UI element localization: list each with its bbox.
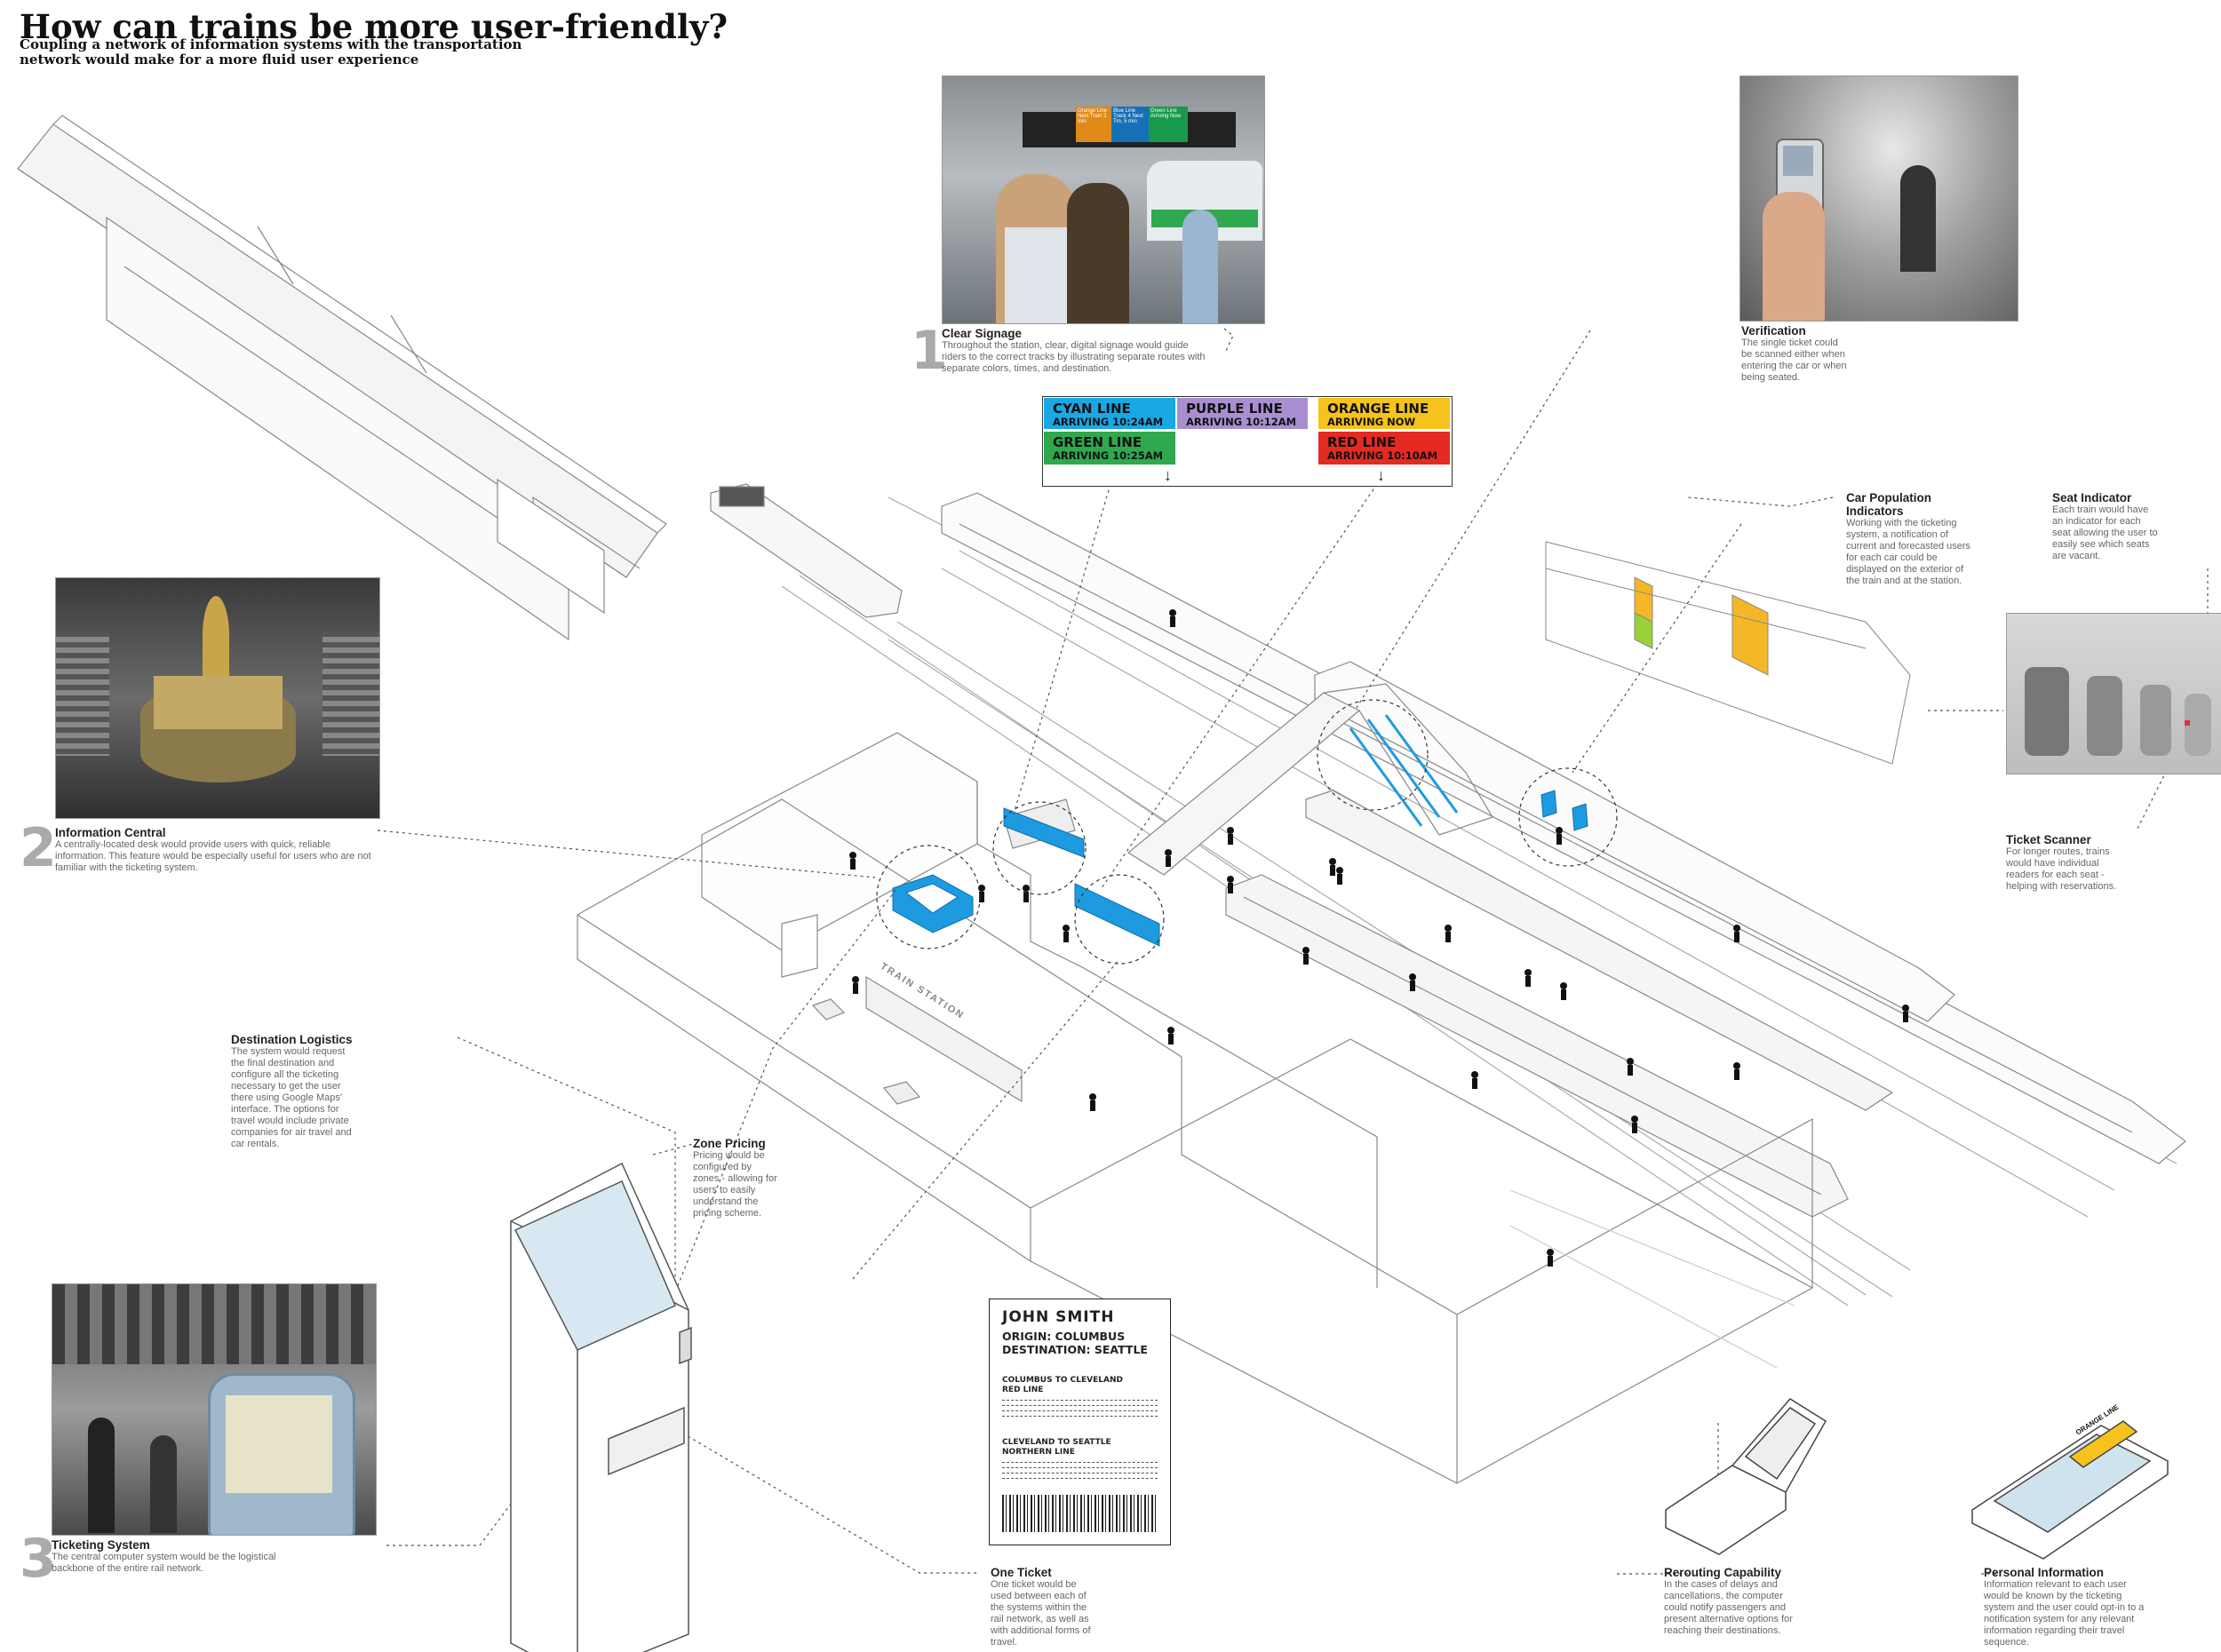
pedestrian-overpass bbox=[1126, 683, 1493, 876]
step-number-2: 2 bbox=[20, 817, 57, 879]
annotation-title: Ticket Scanner bbox=[2006, 833, 2091, 846]
annotation-body: Throughout the station, clear, digital s… bbox=[942, 340, 1206, 374]
ticket-leg2-line: NORTHERN LINE bbox=[1002, 1448, 1075, 1457]
ticket-passenger-name: JOHN SMITH bbox=[1002, 1308, 1115, 1326]
sign-line-status: ARRIVING 10:12AM bbox=[1186, 416, 1297, 428]
annotation-body: In the cases of delays and cancellations… bbox=[1664, 1579, 1793, 1636]
sign-red-line: RED LINE ARRIVING 10:10AM bbox=[1318, 432, 1450, 465]
annotation-body: Pricing would be configured by zones - a… bbox=[693, 1150, 777, 1219]
annotation-body: The single ticket could be scanned eithe… bbox=[1741, 338, 1847, 383]
annotation-clear-signage: Clear Signage Throughout the station, cl… bbox=[942, 327, 1213, 375]
sign-line-status: ARRIVING 10:25AM bbox=[1053, 449, 1164, 462]
station-digital-sign bbox=[1003, 807, 1085, 858]
cars bbox=[811, 998, 921, 1105]
sign-line-name: RED LINE bbox=[1327, 434, 1397, 450]
photo-sign-green: Green Line Arriving Now bbox=[1149, 107, 1188, 142]
annotation-title: Seat Indicator bbox=[2052, 491, 2132, 504]
information-central-photo bbox=[55, 577, 380, 819]
annotation-verification: Verification The single ticket could be … bbox=[1741, 324, 1848, 384]
annotation-destination-logistics: Destination Logistics The system would r… bbox=[231, 1033, 360, 1150]
annotation-title: Personal Information bbox=[1984, 1566, 2105, 1579]
annotation-body: The central computer system would be the… bbox=[52, 1552, 276, 1574]
seat-indicator-photo bbox=[2006, 613, 2221, 774]
turnstile-gates bbox=[1074, 883, 1160, 947]
annotation-ticket-scanner: Ticket Scanner For longer routes, trains… bbox=[2006, 833, 2121, 893]
ticket-leg2-route: CLEVELAND TO SEATTLE bbox=[1002, 1438, 1111, 1447]
annotation-title: One Ticket bbox=[991, 1566, 1052, 1579]
sign-line-name: PURPLE LINE bbox=[1186, 401, 1283, 417]
sign-purple-line: PURPLE LINE ARRIVING 10:12AM bbox=[1177, 398, 1308, 429]
ticket-barcode bbox=[1002, 1495, 1158, 1532]
annotation-zone-pricing: Zone Pricing Pricing would be configured… bbox=[693, 1137, 777, 1219]
annotation-information-central: Information Central A centrally-located … bbox=[55, 826, 384, 874]
annotation-rerouting: Rerouting Capability In the cases of del… bbox=[1664, 1566, 1793, 1637]
sign-line-status: ARRIVING NOW bbox=[1327, 416, 1416, 428]
annotation-ticketing-system: Ticketing System The central computer sy… bbox=[52, 1538, 305, 1575]
annotation-body: One ticket would be used between each of… bbox=[991, 1579, 1091, 1648]
people-figures bbox=[849, 609, 1909, 1267]
annotation-title: Rerouting Capability bbox=[1664, 1566, 1782, 1579]
annotation-body: Each train would have an indicator for e… bbox=[2052, 504, 2158, 561]
one-ticket-card: JOHN SMITH ORIGIN: COLUMBUS DESTINATION:… bbox=[989, 1299, 1171, 1545]
annotation-title: Ticketing System bbox=[52, 1538, 150, 1552]
ticket-leg1-line: RED LINE bbox=[1002, 1386, 1044, 1394]
sign-line-name: ORANGE LINE bbox=[1327, 401, 1429, 417]
verification-photo bbox=[1739, 75, 2018, 322]
annotation-body: For longer routes, trains would have ind… bbox=[2006, 846, 2117, 892]
sign-cyan-line: CYAN LINE ARRIVING 10:24AM bbox=[1044, 398, 1175, 429]
sign-green-line: GREEN LINE ARRIVING 10:25AM bbox=[1044, 432, 1175, 465]
photo-sign-blue: Blue Line Track 4 Next Trn. 5 min bbox=[1111, 107, 1149, 142]
sign-line-name: CYAN LINE bbox=[1053, 401, 1131, 417]
annotation-title: Destination Logistics bbox=[231, 1033, 353, 1046]
annotation-personal-information: Personal Information Information relevan… bbox=[1984, 1566, 2153, 1648]
sign-line-status: ARRIVING 10:10AM bbox=[1327, 449, 1438, 462]
smartphone bbox=[1971, 1420, 2169, 1560]
arrow-down-icon: ↓ bbox=[1164, 466, 1172, 484]
flip-phone bbox=[1665, 1398, 1827, 1555]
ticket-destination: DESTINATION: SEATTLE bbox=[1002, 1343, 1148, 1356]
annotation-title: Verification bbox=[1741, 324, 1806, 338]
sign-line-status: ARRIVING 10:24AM bbox=[1053, 416, 1164, 428]
annotation-title: Information Central bbox=[55, 826, 166, 839]
annotation-seat-indicator: Seat Indicator Each train would have an … bbox=[2052, 491, 2159, 562]
kiosk bbox=[510, 1162, 692, 1652]
annotation-title: Car Population Indicators bbox=[1846, 491, 1932, 518]
photo-sign-orange: Orange Line Next Train 2 min bbox=[1076, 107, 1111, 142]
sign-line-name: GREEN LINE bbox=[1053, 434, 1142, 450]
platform-sign bbox=[1540, 790, 1588, 831]
commuter-train bbox=[1225, 790, 1894, 1218]
signage-photo: Orange Line Next Train 2 min Blue Line T… bbox=[942, 75, 1265, 324]
annotation-one-ticket: One Ticket One ticket would be used betw… bbox=[991, 1566, 1097, 1648]
annotation-title: Zone Pricing bbox=[693, 1137, 766, 1150]
page-title: How can trains be more user-friendly? bbox=[20, 7, 728, 46]
annotation-car-population: Car Population Indicators Working with t… bbox=[1846, 491, 1979, 587]
sign-orange-line: ORANGE LINE ARRIVING NOW bbox=[1318, 398, 1450, 429]
annotation-body: Information relevant to each user would … bbox=[1984, 1579, 2145, 1648]
car-indicator-yellow bbox=[1731, 594, 1769, 676]
ticket-origin: ORIGIN: COLUMBUS bbox=[1002, 1330, 1126, 1343]
step-number-1: 1 bbox=[911, 320, 948, 382]
annotation-body: A centrally-located desk would provide u… bbox=[55, 839, 371, 873]
page-subtitle: Coupling a network of information system… bbox=[20, 36, 522, 68]
locomotive bbox=[710, 483, 903, 618]
train-shed-roof bbox=[17, 115, 667, 641]
step-number-3: 3 bbox=[20, 1528, 57, 1590]
station-hall bbox=[577, 732, 1814, 1484]
arrow-down-icon: ↓ bbox=[1377, 466, 1385, 484]
annotation-title: Clear Signage bbox=[942, 327, 1023, 340]
ticket-booths bbox=[781, 914, 1023, 1103]
annotation-body: Working with the ticketing system, a not… bbox=[1846, 518, 1971, 586]
annotation-body: The system would request the final desti… bbox=[231, 1046, 352, 1149]
ticketing-system-photo bbox=[52, 1283, 377, 1536]
ticket-leg1-route: COLUMBUS TO CLEVELAND bbox=[1002, 1376, 1123, 1385]
